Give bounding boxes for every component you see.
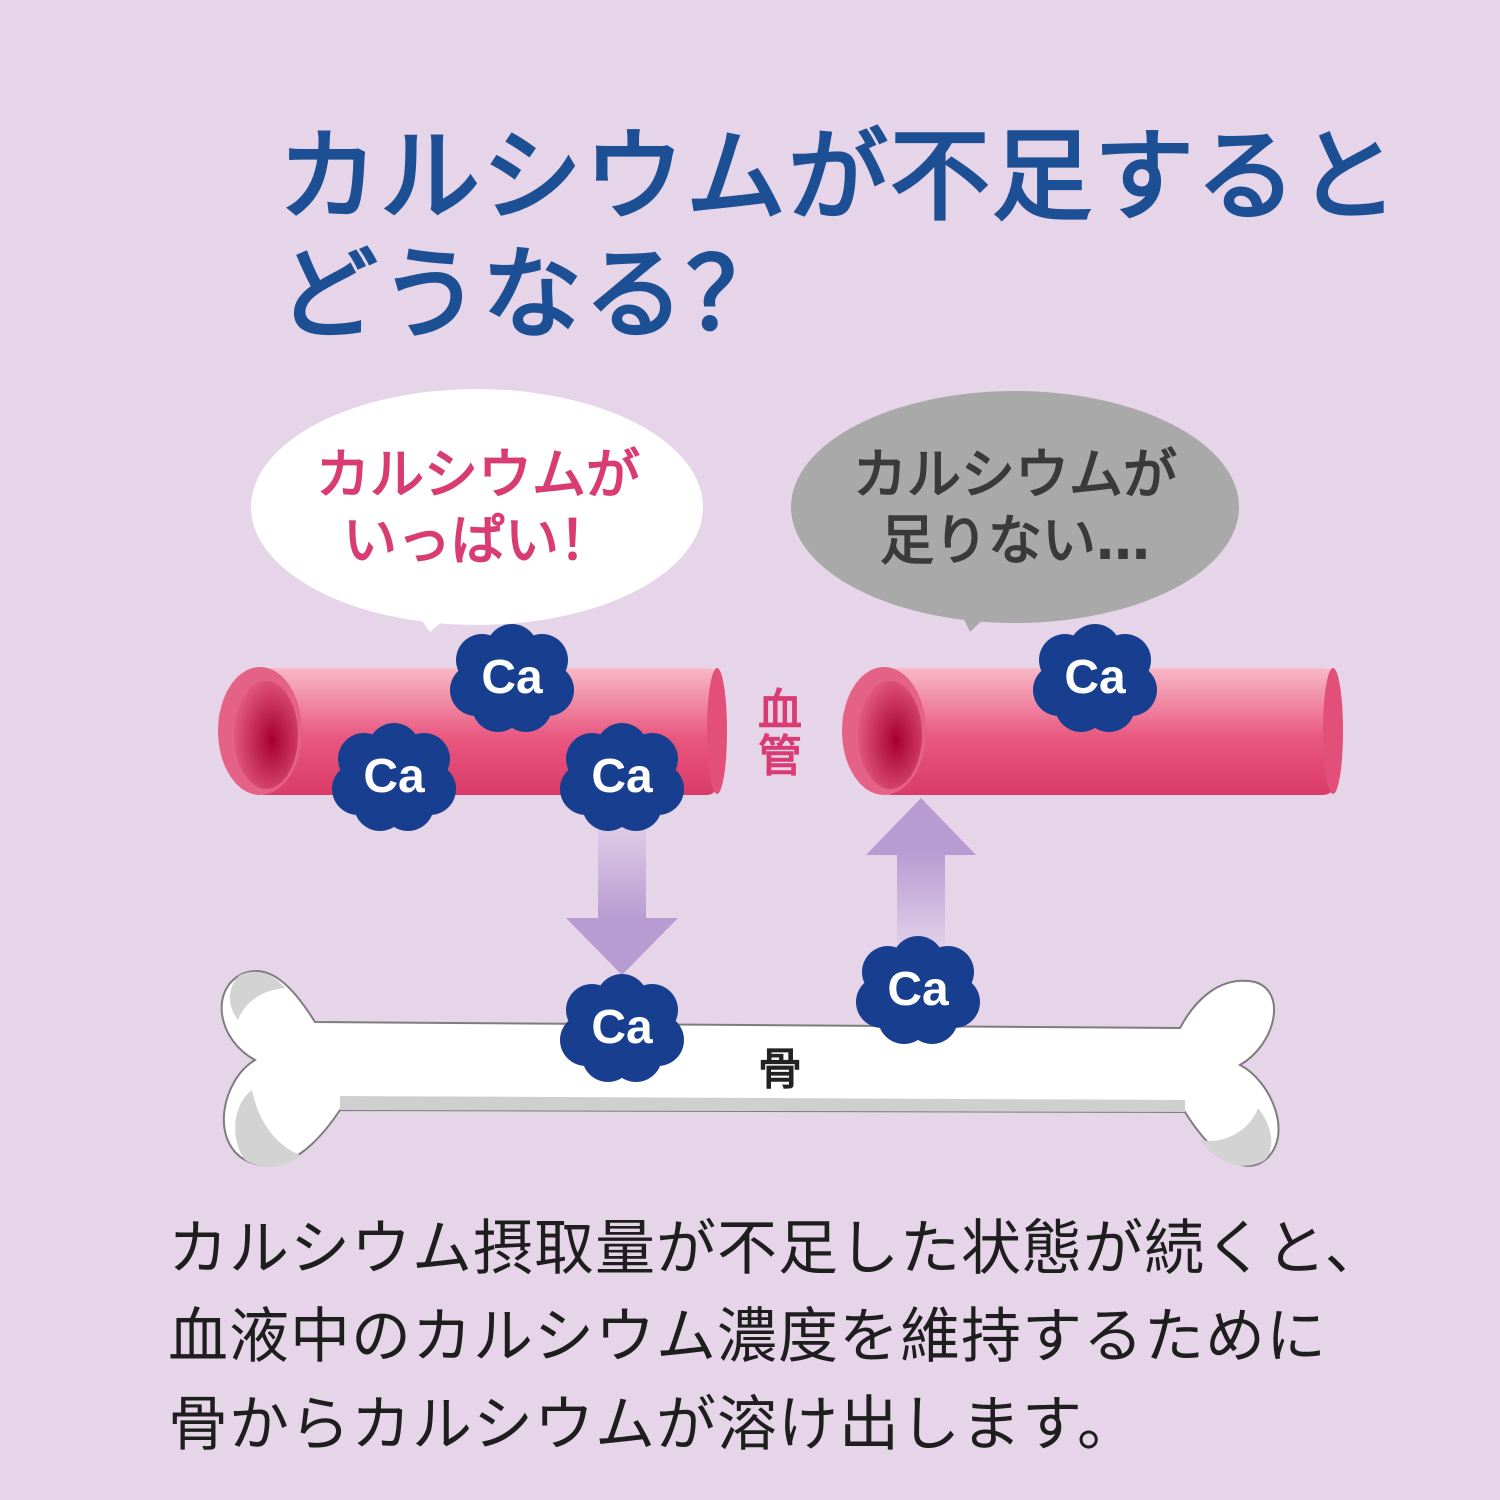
bone-label: 骨 [758,1044,802,1095]
calcium-label-2: Ca [363,750,425,803]
page-title: カルシウムが不足すると どうなる？ [278,118,1400,354]
bubble-full-line-1: カルシウムが [316,443,640,506]
calcium-badge-6 [560,974,684,1082]
speech-bubble-lacking [791,391,1239,632]
calcium-badge-2 [332,723,456,831]
bubble-text-full: カルシウムが いっぱい！ [268,442,688,574]
calcium-badge-5 [856,936,980,1044]
caption-line-2: 血液中のカルシウム濃度を維持するために [168,1302,1327,1372]
calcium-badge-3 [560,723,684,831]
caption-line-1: カルシウム摂取量が不足した状態が続くと、 [168,1214,1386,1284]
calcium-badge-1 [450,624,574,732]
speech-bubble-full [251,389,703,632]
bubble-lacking-line-2: 足りない… [880,509,1150,572]
calcium-label-4: Ca [1064,651,1126,704]
title-line-1: カルシウムが不足すると [278,118,1400,235]
bubble-lacking-line-1: カルシウムが [853,443,1177,506]
calcium-label-6: Ca [591,1001,653,1054]
arrow-down-icon [566,815,678,975]
caption-line-3: 骨からカルシウムが溶け出します。 [168,1390,1138,1460]
bone-illustration [220,970,1280,1167]
bubble-full-line-2: いっぱい！ [343,509,613,572]
arrow-up-icon [866,798,976,952]
caption-text: カルシウム摂取量が不足した状態が続くと、 血液中のカルシウム濃度を維持するために… [168,1205,1468,1469]
blood-vessel-label: 血管 [758,685,802,782]
calcium-label-5: Ca [887,963,949,1016]
bubble-text-lacking: カルシウムが 足りない… [800,442,1230,574]
title-line-2: どうなる？ [278,236,788,353]
calcium-label-3: Ca [591,750,653,803]
calcium-badge-4 [1033,624,1157,732]
calcium-label-1: Ca [481,651,543,704]
